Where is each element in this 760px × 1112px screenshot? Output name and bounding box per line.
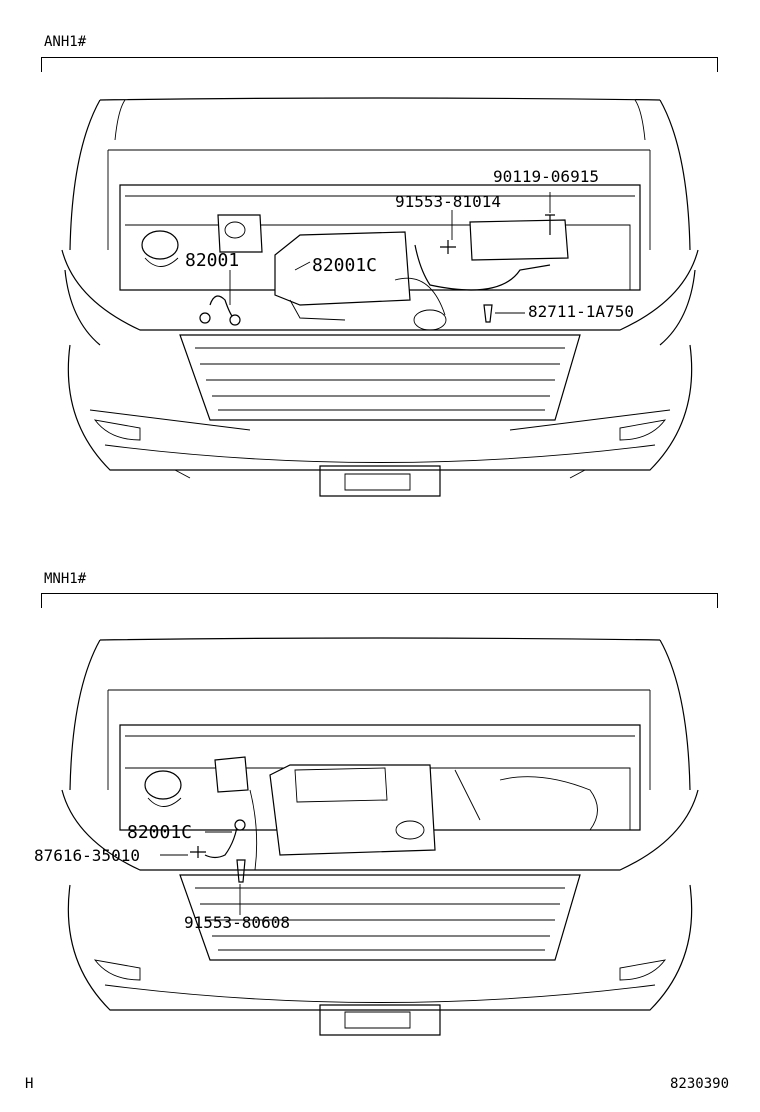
footer-figure-number: 8230390 <box>670 1076 730 1092</box>
engine-cover <box>269 764 436 856</box>
relay-box <box>217 214 263 253</box>
connector-icon <box>190 846 206 858</box>
part-number-91553-81014[interactable]: 91553-81014 <box>395 192 501 211</box>
clip-icon <box>236 859 246 883</box>
front-fender-line <box>61 249 699 331</box>
grille <box>179 874 581 961</box>
section-bracket-anh1 <box>41 57 718 72</box>
grille <box>179 334 581 421</box>
part-number-87616-35010[interactable]: 87616-35010 <box>34 846 140 865</box>
front-bumper <box>67 344 693 471</box>
harness <box>204 819 239 859</box>
clip-icon <box>483 304 493 323</box>
engine-bay-figure-anh1 <box>61 97 699 497</box>
front-bumper <box>67 884 693 1011</box>
air-cleaner-housing <box>274 231 411 306</box>
section-label-anh1: ANH1# <box>44 34 87 50</box>
license-plate <box>319 1004 441 1036</box>
part-number-90119-06915[interactable]: 90119-06915 <box>493 167 599 186</box>
part-number-82001c[interactable]: 82001C <box>127 822 193 843</box>
engine-bay <box>119 724 641 831</box>
hood-right-edge <box>659 99 691 251</box>
battery <box>469 219 569 261</box>
leader-82001c <box>294 261 311 271</box>
engine-bay-figure-mnh1 <box>61 637 699 1036</box>
part-number-91553-80608[interactable]: 91553-80608 <box>184 913 290 932</box>
bolt-icon <box>545 214 555 235</box>
hood-left-edge <box>69 99 101 251</box>
part-number-82001[interactable]: 82001 <box>185 250 240 271</box>
section-label-mnh1: MNH1# <box>44 571 87 587</box>
coolant-reservoir <box>144 770 182 800</box>
wire-harness <box>414 244 551 291</box>
hood-left-edge <box>69 639 101 791</box>
engine-bay <box>119 184 641 291</box>
footer-left-code: H <box>25 1076 34 1092</box>
hood-top-edge <box>99 97 661 101</box>
hood-top-edge <box>99 637 661 641</box>
part-number-82711-1a750[interactable]: 82711-1A750 <box>528 302 634 321</box>
section-bracket-mnh1 <box>41 593 718 608</box>
part-number-82001c[interactable]: 82001C <box>312 255 378 276</box>
hood-right-edge <box>659 639 691 791</box>
coolant-reservoir <box>141 230 179 260</box>
front-fender-line <box>61 789 699 871</box>
clamp-icon <box>440 240 456 254</box>
license-plate <box>319 465 441 497</box>
relay-box <box>214 756 249 793</box>
